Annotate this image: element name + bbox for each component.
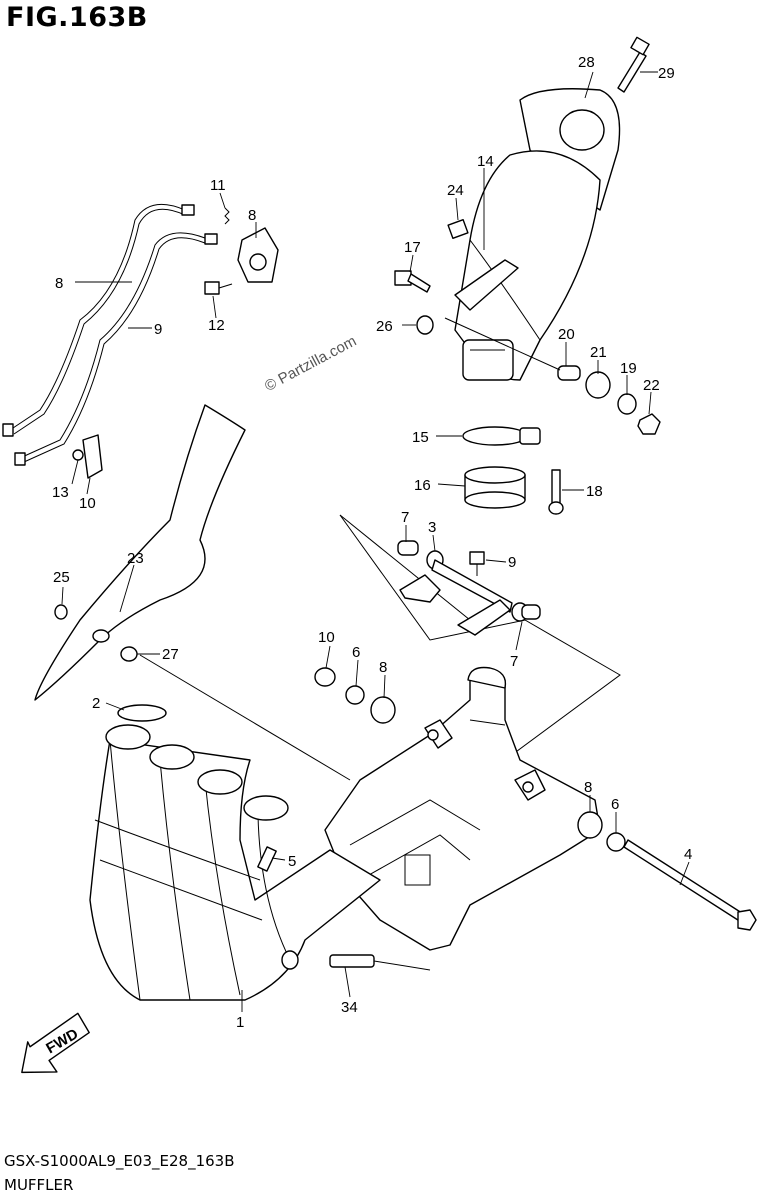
heat-shield (34, 404, 246, 701)
exhaust-valve-cables (2, 203, 218, 466)
header-stud (257, 846, 277, 872)
callout-27: 23 (127, 550, 144, 567)
callout-labels: 28 29 14 24 17 26 20 21 19 22 15 16 18 1… (52, 54, 692, 1031)
exhaust-gasket (117, 704, 167, 722)
callout-1: 1 (236, 1014, 244, 1031)
mount-hardware (557, 365, 661, 435)
grommet-left (314, 667, 396, 724)
figure-name: MUFFLER (4, 1176, 74, 1194)
callout-11: 8 (248, 207, 256, 224)
callout-21: 17 (404, 239, 421, 256)
callout-7-lower: 7 (510, 653, 518, 670)
exhaust-header (89, 724, 381, 1001)
callout-18: 14 (477, 153, 494, 170)
callout-16: 12 (208, 317, 225, 334)
figure-code: GSX-S1000AL9_E03_E28_163B (4, 1152, 235, 1170)
callout-17: 13 (52, 484, 69, 501)
muffler-chamber (324, 666, 601, 951)
oxygen-sensor (329, 954, 431, 971)
callout-8-right-label: 8 (584, 779, 592, 796)
callout-34: 34 (341, 999, 358, 1016)
clamp-gasket (464, 466, 526, 509)
rubber-cushion (447, 218, 469, 240)
nut-31 (120, 646, 138, 662)
callout-8-left-label: 8 (379, 659, 387, 676)
callout-3: 3 (428, 519, 436, 536)
nut-30 (416, 315, 434, 335)
callout-15: 11 (210, 177, 226, 194)
figure-title: FIG.163B (6, 2, 148, 33)
callout-24: 20 (558, 326, 575, 343)
callout-26: 22 (643, 377, 660, 394)
callout-10-label: 10 (318, 629, 335, 646)
bolt-29 (54, 604, 68, 620)
callout-5: 5 (288, 853, 296, 870)
callout-7-upper: 7 (401, 509, 409, 526)
callout-6-right: 6 (611, 796, 619, 813)
cap-bolt (617, 36, 650, 93)
callout-28: 24 (447, 182, 464, 199)
clamp-bolt (548, 469, 564, 515)
callout-22: 18 (586, 483, 603, 500)
guide-lines (139, 317, 621, 781)
bolt-21 (394, 270, 431, 293)
callout-4: 4 (684, 846, 692, 863)
cable-pulley-cover (204, 207, 279, 295)
callout-2: 2 (92, 695, 100, 712)
callout-32: 28 (578, 54, 595, 71)
callout-29: 25 (53, 569, 70, 586)
callout-12: 8 (55, 275, 63, 292)
callout-9-label: 9 (508, 554, 516, 571)
fwd-arrow-icon: FWD (21, 1012, 90, 1074)
callout-30: 26 (376, 318, 393, 335)
leader-lines (61, 71, 690, 1012)
callout-13: 9 (154, 321, 162, 338)
callout-20: 16 (414, 477, 431, 494)
muffler-bracket (397, 540, 541, 636)
callout-23: 19 (620, 360, 637, 377)
callout-19: 15 (412, 429, 429, 446)
cable-bracket (72, 434, 103, 479)
callout-31: 27 (162, 646, 179, 663)
callout-25: 21 (590, 344, 607, 361)
callout-14: 10 (79, 495, 96, 512)
callout-33: 29 (658, 65, 675, 82)
exhaust-clamp (462, 426, 541, 446)
muffler-body (454, 150, 601, 381)
grommet-right (577, 811, 757, 931)
callout-6-left: 6 (352, 644, 360, 661)
